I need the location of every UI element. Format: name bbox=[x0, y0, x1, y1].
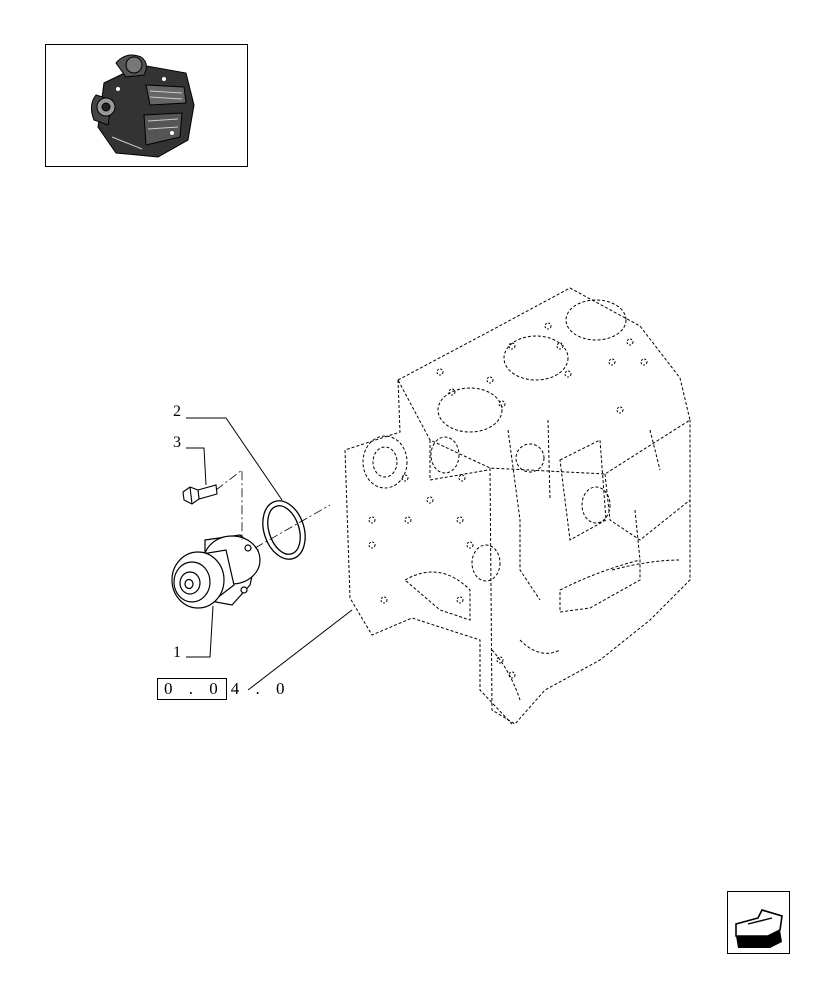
back-arrow-icon bbox=[735, 909, 783, 948]
callout-2: 2 bbox=[173, 403, 181, 420]
reference-code[interactable]: 0 . 0 4 . 0 bbox=[157, 678, 291, 700]
engine-block bbox=[344, 287, 691, 725]
reference-code-boxed: 0 . 0 bbox=[157, 678, 227, 700]
block-bolt-holes bbox=[368, 322, 648, 679]
assembly-axis-lines bbox=[215, 469, 331, 549]
callout-3: 3 bbox=[173, 434, 181, 451]
reference-code-suffix: 4 . 0 bbox=[230, 679, 291, 698]
bolt bbox=[182, 484, 218, 505]
back-navigation-button[interactable] bbox=[727, 891, 790, 954]
leader-lines bbox=[186, 417, 353, 691]
water-pump bbox=[171, 534, 261, 609]
engine-thumbnail-icon bbox=[90, 54, 195, 158]
engine-thumbnail bbox=[45, 44, 248, 167]
o-ring-gasket bbox=[262, 500, 306, 560]
callout-1: 1 bbox=[173, 644, 181, 661]
